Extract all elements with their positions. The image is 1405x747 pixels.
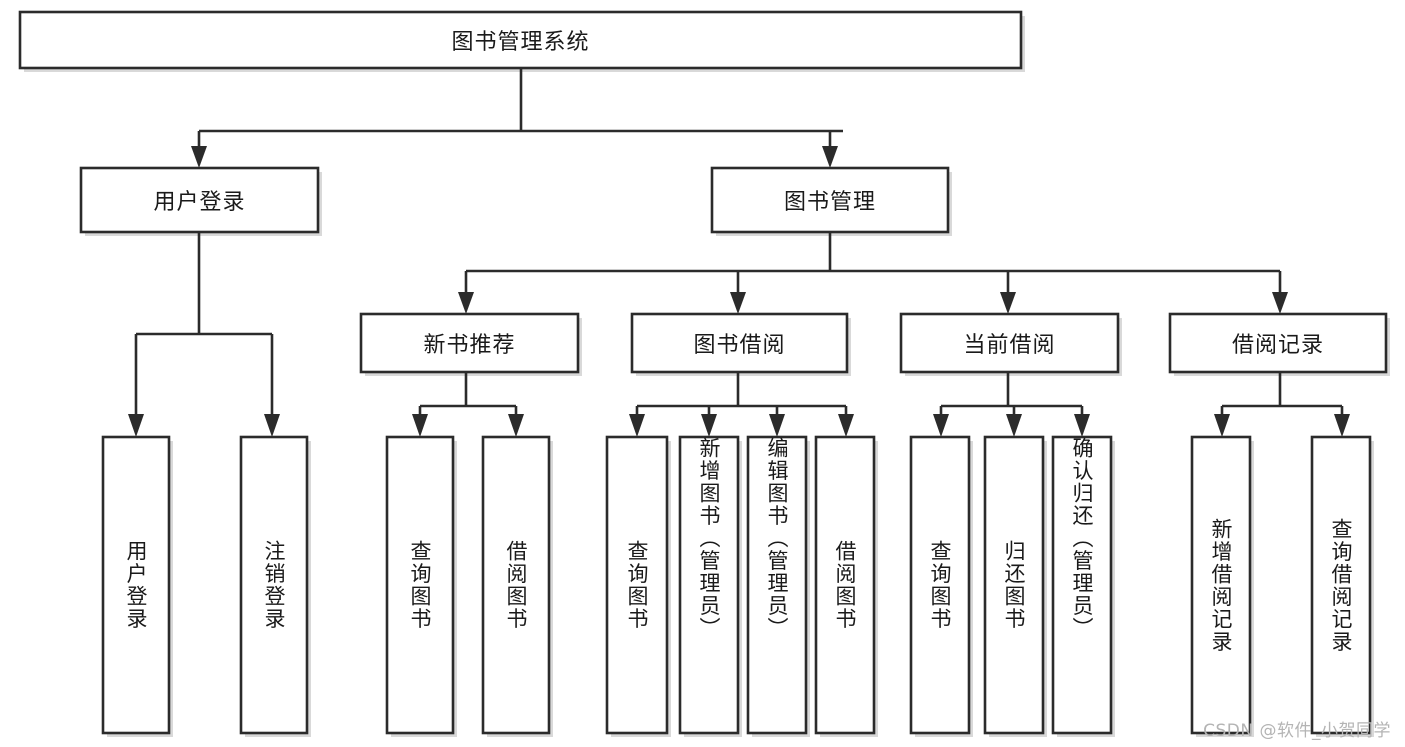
- leaf-confirm-return-box[interactable]: [1051, 435, 1113, 735]
- edge-borrowrecord-to-leaves: [1214, 372, 1350, 437]
- leaf-add-book-box[interactable]: [678, 435, 740, 735]
- book-borrow-node-box[interactable]: [630, 312, 849, 374]
- leaf-query-record-box[interactable]: [1310, 435, 1372, 735]
- borrow-record-node-box[interactable]: [1168, 312, 1388, 374]
- leaf-query-book-3-box[interactable]: [909, 435, 971, 735]
- leaf-return-book-box[interactable]: [983, 435, 1045, 735]
- leaf-edit-book-box[interactable]: [746, 435, 808, 735]
- leaf-user-login-box[interactable]: [101, 435, 171, 735]
- edge-userlogin-to-leaves: [128, 232, 280, 437]
- edge-bookmanage-to-level3: [458, 232, 1288, 314]
- new-book-rec-node-box[interactable]: [359, 312, 580, 374]
- leaf-borrow-book-1-box[interactable]: [481, 435, 551, 735]
- edge-newbookrec-to-leaves: [412, 372, 524, 437]
- edge-currentborrow-to-leaves: [933, 372, 1090, 437]
- root-node-box[interactable]: [18, 10, 1023, 70]
- leaf-borrow-book-2-box[interactable]: [814, 435, 876, 735]
- leaf-query-book-1-box[interactable]: [385, 435, 455, 735]
- edge-bookborrow-to-leaves: [629, 372, 854, 437]
- edge-root-to-level2: [191, 68, 843, 168]
- current-borrow-node-box[interactable]: [899, 312, 1120, 374]
- csdn-watermark: CSDN @软件_小贺同学: [1203, 721, 1391, 741]
- leaf-query-book-2-box[interactable]: [605, 435, 669, 735]
- user-login-node-box[interactable]: [79, 166, 320, 234]
- leaf-user-logout-box[interactable]: [239, 435, 309, 735]
- book-manage-node-box[interactable]: [710, 166, 950, 234]
- leaf-add-record-box[interactable]: [1190, 435, 1252, 735]
